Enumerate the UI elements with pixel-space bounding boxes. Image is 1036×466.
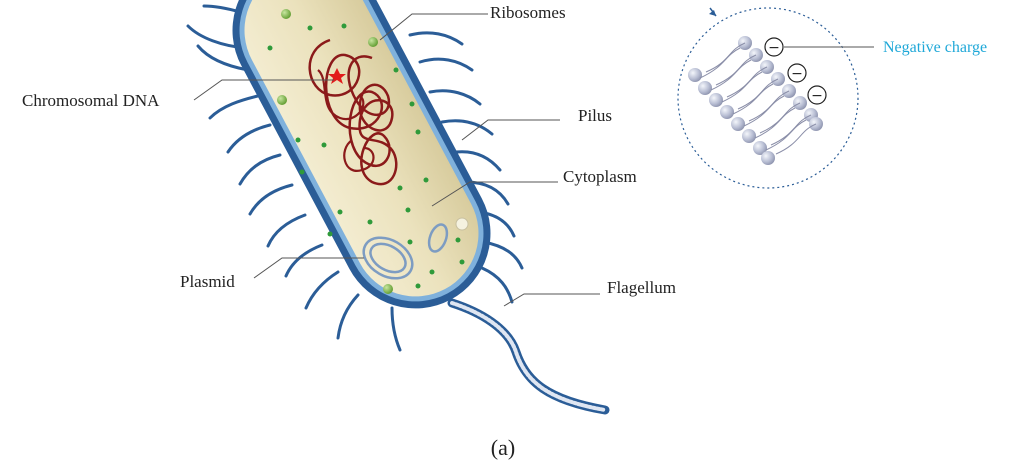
charge-symbol-3: − — [811, 88, 823, 104]
lipid-bilayer — [688, 36, 823, 165]
flagellum — [452, 303, 605, 410]
charge-symbol-2: − — [791, 66, 803, 82]
cytoplasm-granule — [456, 218, 468, 230]
figure-caption: (a) — [491, 435, 515, 460]
membrane-inset: − − − — [678, 8, 874, 188]
negative-charges: − − − — [765, 38, 826, 104]
charge-symbol-1: − — [768, 40, 780, 56]
label-pilus: Pilus — [578, 106, 612, 125]
label-cytoplasm: Cytoplasm — [563, 167, 637, 186]
label-ribosomes: Ribosomes — [490, 3, 566, 22]
label-plasmid: Plasmid — [180, 272, 235, 291]
label-negative-charge: Negative charge — [883, 39, 987, 56]
label-flagellum: Flagellum — [607, 278, 676, 297]
label-chromosomal-dna: Chromosomal DNA — [22, 91, 160, 110]
